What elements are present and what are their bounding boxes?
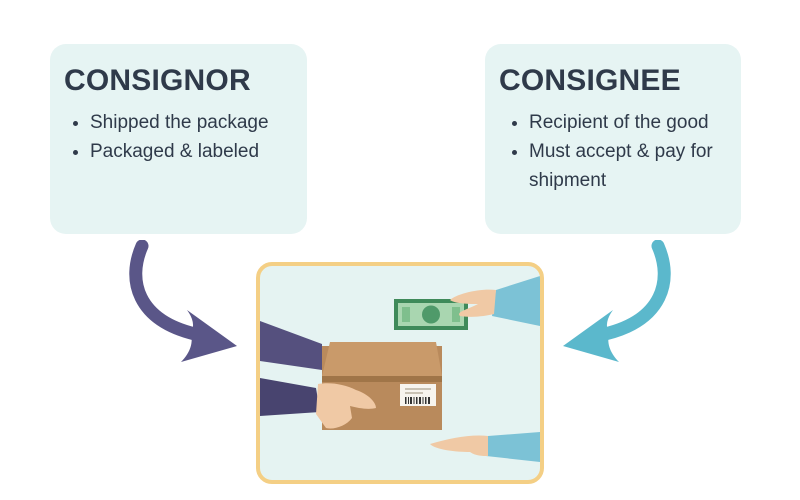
consignor-item: Packaged & labeled: [90, 137, 310, 166]
consignee-title: CONSIGNEE: [499, 64, 681, 97]
giver-hands: [316, 383, 376, 429]
curved-arrow-down-right-icon: [129, 240, 237, 362]
consignor-list: Shipped the package Packaged & labeled: [68, 108, 310, 166]
curved-arrow-down-left-icon: [563, 240, 671, 362]
package-handoff-illustration: [256, 262, 544, 484]
consignor-title: CONSIGNOR: [64, 64, 251, 97]
banknote-icon: [394, 299, 468, 330]
package-box-icon: [322, 342, 442, 430]
handoff-scene: [260, 276, 540, 462]
consignee-list: Recipient of the good Must accept & pay …: [507, 108, 739, 195]
consignor-card: CONSIGNOR Shipped the package Packaged &…: [50, 44, 307, 234]
consignee-item: Must accept & pay for shipment: [529, 137, 739, 195]
consignee-card: CONSIGNEE Recipient of the good Must acc…: [485, 44, 741, 234]
consignee-item: Recipient of the good: [529, 108, 739, 137]
receiver-hand: [430, 432, 540, 462]
consignor-item: Shipped the package: [90, 108, 310, 137]
payer-hand: [450, 276, 540, 326]
giver-arms: [260, 321, 322, 416]
